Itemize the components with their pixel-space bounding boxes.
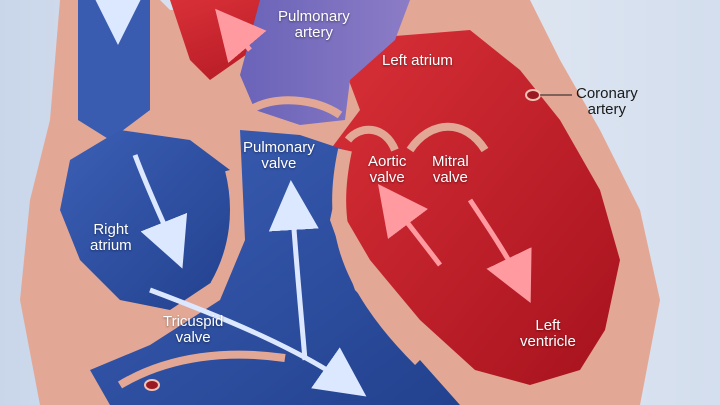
pulmonary-artery-vessel (240, 0, 410, 125)
septum-ridge (332, 148, 425, 365)
flow-arrow-right-atrium (132, 154, 188, 269)
pulmonary-valve-leaflet (247, 96, 343, 119)
label-left-ventricle: Left ventricle (520, 317, 576, 350)
right-ventricle-chamber (90, 130, 460, 405)
lower-coronary-vessel (144, 379, 160, 391)
label-left-atrium: Left atrium (382, 52, 453, 69)
label-pulmonary-valve: Pulmonary valve (243, 139, 315, 172)
label-mitral-valve: Mitral valve (432, 153, 469, 186)
label-aortic-valve: Aortic valve (368, 153, 407, 186)
tricuspid-leaflet (117, 350, 286, 389)
flow-arrow-aorta (215, 8, 267, 64)
label-pulmonary-artery: Pulmonary artery (278, 8, 350, 41)
coronary-artery-vessel (525, 89, 541, 101)
label-tricuspid-valve: Tricuspid valve (163, 313, 224, 346)
aortic-valve-leaflet (344, 125, 399, 152)
flow-arrow-aortic-outflow (377, 184, 442, 267)
label-right-atrium: Right atrium (90, 221, 132, 254)
label-coronary-artery: Coronary artery (576, 85, 638, 118)
flow-arrow-right-ventricle (149, 287, 367, 397)
flow-arrow-mitral-inflow (467, 198, 532, 304)
mitral-valve-leaflet (406, 122, 489, 153)
flow-arrow-pulmonary-outflow (268, 180, 319, 361)
atrial-ridge (210, 168, 240, 288)
